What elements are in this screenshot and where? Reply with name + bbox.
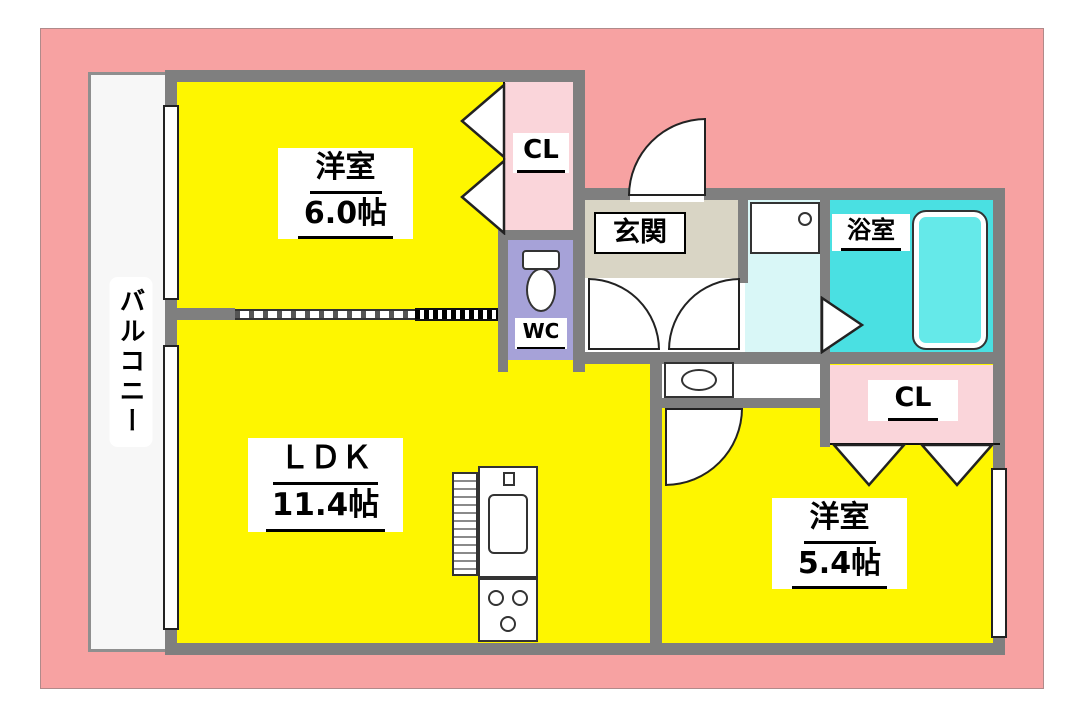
washing-machine-drain-icon bbox=[798, 212, 812, 226]
sink-basin-icon bbox=[681, 369, 717, 391]
sliding-partition-icon bbox=[415, 308, 500, 321]
wall bbox=[165, 70, 585, 82]
room-ldk-name: ＬＤＫ bbox=[273, 438, 378, 485]
wall bbox=[165, 643, 1005, 655]
folding-door-icon bbox=[460, 83, 506, 235]
kitchen-counter-icon bbox=[478, 466, 538, 578]
room-western6-name: 洋室 bbox=[309, 148, 382, 194]
toilet-tank-icon bbox=[522, 250, 560, 270]
bath-door-icon bbox=[820, 296, 865, 354]
kitchen-panel-icon bbox=[452, 472, 478, 576]
room-western6-size: 6.0帖 bbox=[297, 194, 394, 239]
window bbox=[163, 345, 179, 630]
toilet-bowl-icon bbox=[526, 268, 556, 312]
stove-icon bbox=[478, 578, 538, 642]
kitchen-sink-icon bbox=[488, 494, 528, 554]
room-ldk-label: ＬＤＫ 11.4帖 bbox=[248, 438, 403, 532]
folding-door-icon bbox=[832, 443, 995, 487]
sink-icon bbox=[664, 362, 734, 398]
wall bbox=[738, 188, 748, 283]
wall bbox=[650, 352, 662, 652]
wall bbox=[165, 308, 235, 320]
wall bbox=[820, 352, 830, 447]
wall bbox=[820, 188, 830, 364]
room-western5-name: 洋室 bbox=[803, 498, 876, 544]
wall bbox=[573, 70, 585, 372]
window bbox=[163, 105, 179, 300]
wall bbox=[650, 398, 830, 408]
closet-front-line bbox=[830, 443, 1000, 445]
faucet-icon bbox=[503, 472, 515, 486]
room-western6-label: 洋室 6.0帖 bbox=[278, 148, 413, 239]
room-ldk-size: 11.4帖 bbox=[265, 485, 386, 532]
entrance-label: 玄関 bbox=[594, 212, 686, 254]
washing-machine-icon bbox=[750, 202, 820, 254]
balcony: バルコニー bbox=[88, 72, 173, 652]
wc-label: WC bbox=[515, 318, 567, 349]
burner-icon bbox=[500, 616, 516, 632]
burner-icon bbox=[512, 590, 528, 606]
bath-label: 浴室 bbox=[832, 214, 910, 252]
wall bbox=[573, 352, 1005, 364]
wall bbox=[498, 230, 508, 372]
closet-top-label: CL bbox=[513, 133, 569, 174]
room-western5-size: 5.4帖 bbox=[791, 544, 888, 589]
balcony-label: バルコニー bbox=[109, 277, 152, 447]
wall bbox=[500, 230, 580, 240]
room-western5-label: 洋室 5.4帖 bbox=[772, 498, 907, 589]
burner-icon bbox=[488, 590, 504, 606]
western5-door-arc-icon bbox=[665, 408, 743, 486]
closet-right-label: CL bbox=[868, 380, 958, 422]
bathtub-icon bbox=[912, 210, 988, 350]
sliding-partition-icon bbox=[235, 309, 415, 320]
window bbox=[991, 468, 1007, 638]
